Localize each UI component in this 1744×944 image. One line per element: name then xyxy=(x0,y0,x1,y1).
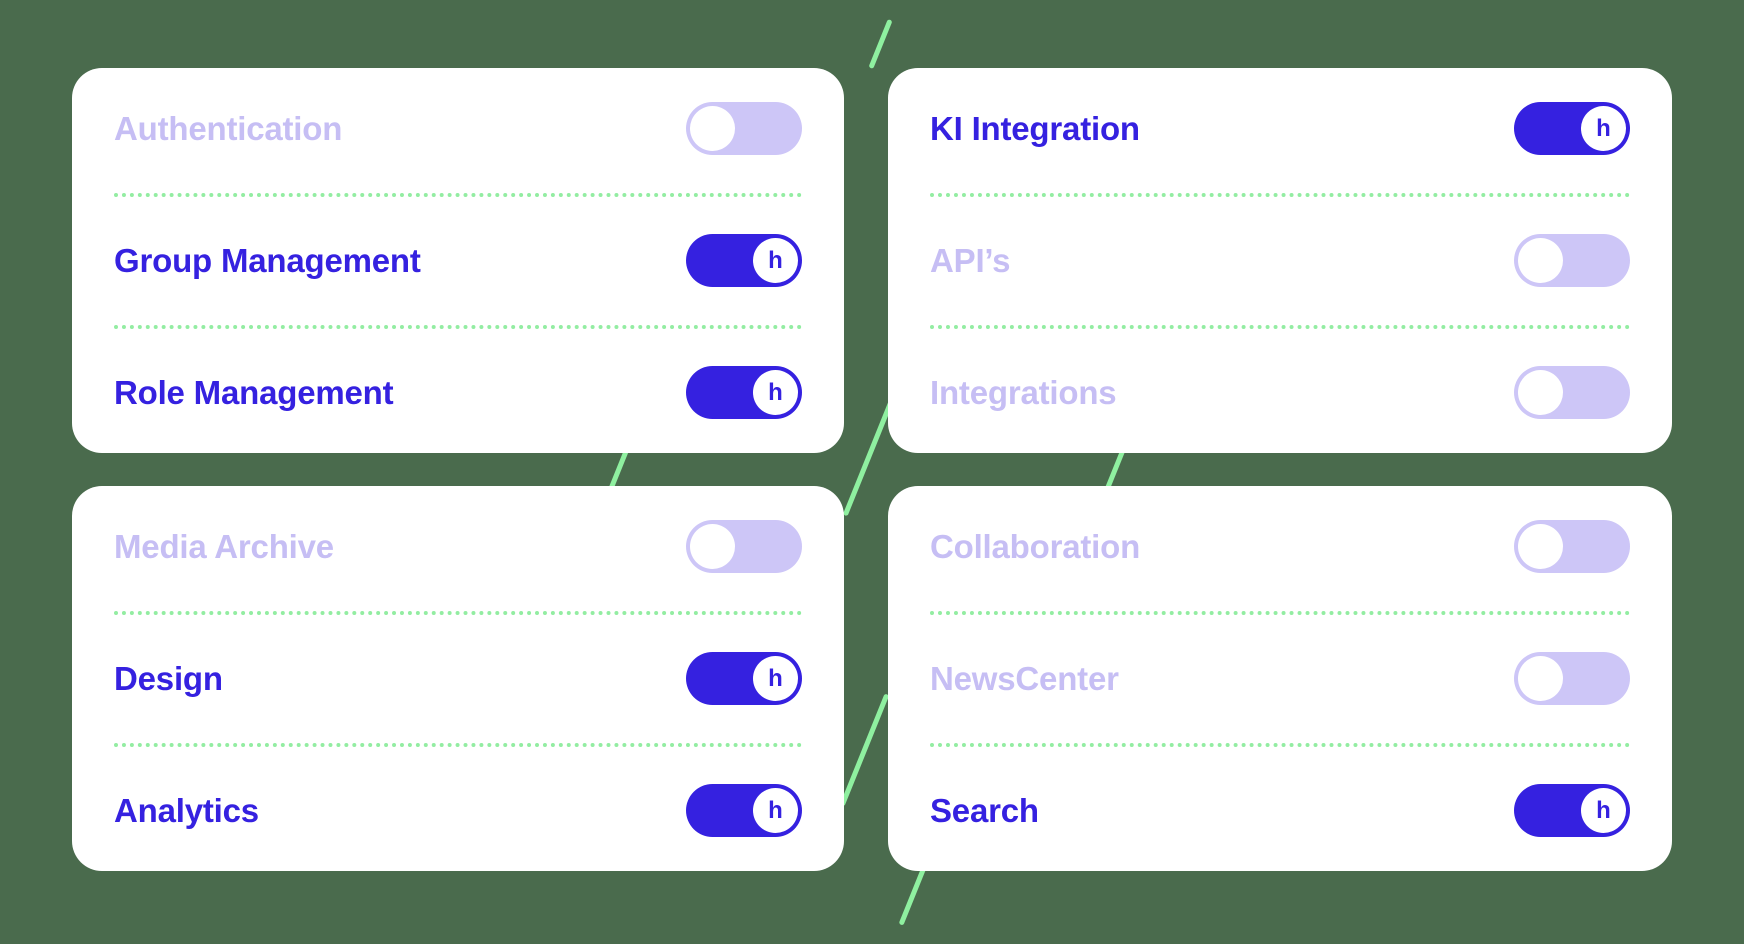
feature-toggle[interactable]: h xyxy=(1514,784,1630,837)
row-separator xyxy=(114,742,802,747)
feature-label: Integrations xyxy=(930,373,1117,411)
feature-row: Design h xyxy=(114,615,802,743)
feature-row: Integrations xyxy=(930,329,1630,457)
feature-row: Search h xyxy=(930,747,1630,875)
feature-label: Collaboration xyxy=(930,527,1141,565)
toggle-knob xyxy=(1518,524,1563,569)
feature-toggle[interactable] xyxy=(1514,366,1630,419)
feature-row: Media Archive xyxy=(114,483,802,611)
feature-label: API’s xyxy=(930,241,1011,279)
feature-label: Media Archive xyxy=(114,527,334,565)
toggle-knob: h xyxy=(1581,788,1626,833)
feature-toggle[interactable] xyxy=(686,102,802,155)
feature-card: KI Integration h API’s Integrations xyxy=(888,68,1672,453)
toggle-knob xyxy=(1518,370,1563,415)
toggle-knob: h xyxy=(753,656,798,701)
feature-row: Collaboration xyxy=(930,483,1630,611)
row-separator xyxy=(930,742,1630,747)
feature-toggle[interactable] xyxy=(686,520,802,573)
toggle-knob xyxy=(690,524,735,569)
toggle-knob xyxy=(1518,238,1563,283)
feature-toggle[interactable] xyxy=(1514,234,1630,287)
feature-toggle[interactable] xyxy=(1514,652,1630,705)
feature-label: Role Management xyxy=(114,373,394,411)
feature-row: Group Management h xyxy=(114,197,802,325)
feature-toggle[interactable]: h xyxy=(686,784,802,837)
feature-label: Analytics xyxy=(114,791,259,829)
feature-row: Analytics h xyxy=(114,747,802,875)
feature-row: API’s xyxy=(930,197,1630,325)
feature-row: KI Integration h xyxy=(930,65,1630,193)
feature-label: KI Integration xyxy=(930,109,1140,147)
feature-card: Collaboration NewsCenter Search h xyxy=(888,486,1672,871)
row-separator xyxy=(930,610,1630,615)
toggle-knob xyxy=(1518,656,1563,701)
feature-row: Authentication xyxy=(114,65,802,193)
feature-label: Design xyxy=(114,659,223,697)
feature-toggle[interactable]: h xyxy=(686,652,802,705)
toggle-knob xyxy=(690,106,735,151)
row-separator xyxy=(114,610,802,615)
feature-label: Authentication xyxy=(114,109,343,147)
toggle-knob: h xyxy=(753,370,798,415)
feature-label: NewsCenter xyxy=(930,659,1119,697)
row-separator xyxy=(930,324,1630,329)
feature-toggle[interactable] xyxy=(1514,520,1630,573)
row-separator xyxy=(930,192,1630,197)
feature-row: Role Management h xyxy=(114,329,802,457)
feature-card: Media Archive Design h Analytics h xyxy=(72,486,844,871)
toggle-knob: h xyxy=(753,238,798,283)
feature-toggle[interactable]: h xyxy=(1514,102,1630,155)
feature-row: NewsCenter xyxy=(930,615,1630,743)
toggle-knob: h xyxy=(1581,106,1626,151)
feature-toggle[interactable]: h xyxy=(686,366,802,419)
feature-label: Search xyxy=(930,791,1039,829)
row-separator xyxy=(114,192,802,197)
toggle-knob: h xyxy=(753,788,798,833)
feature-toggle[interactable]: h xyxy=(686,234,802,287)
feature-card: Authentication Group Management h Role M… xyxy=(72,68,844,453)
row-separator xyxy=(114,324,802,329)
feature-label: Group Management xyxy=(114,241,421,279)
